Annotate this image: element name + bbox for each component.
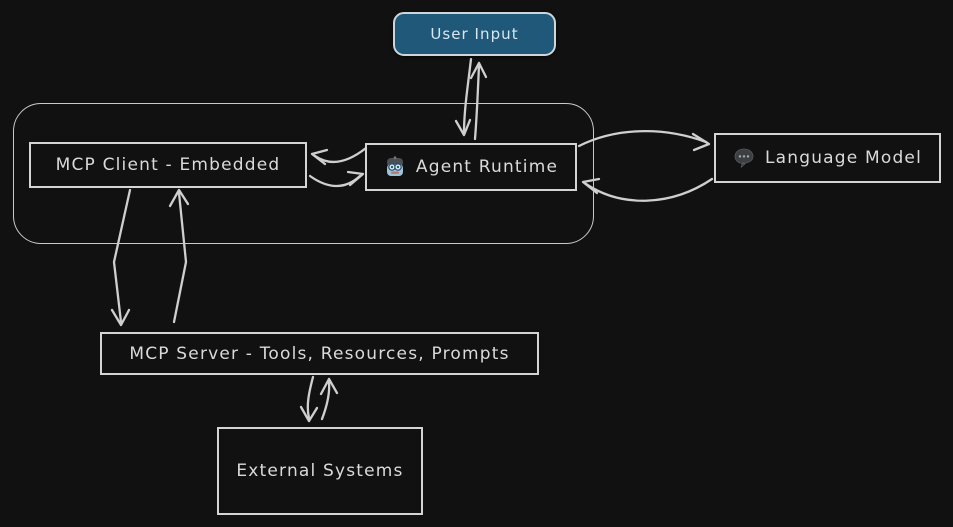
speech-balloon-icon — [733, 147, 755, 169]
robot-icon — [384, 156, 406, 178]
node-mcp-server[interactable]: MCP Server - Tools, Resources, Prompts — [100, 332, 539, 375]
user-input-label: User Input — [430, 25, 519, 43]
edge-user-input-agent-runtime[interactable] — [454, 57, 488, 141]
agent-runtime-label: Agent Runtime — [415, 157, 559, 177]
edge-mcp-client-mcp-server[interactable] — [110, 188, 190, 327]
node-agent-runtime[interactable]: Agent Runtime — [365, 143, 577, 191]
language-model-label: Language Model — [764, 148, 922, 168]
mcp-server-label: MCP Server - Tools, Resources, Prompts — [129, 343, 510, 364]
edge-agent-runtime-language-model[interactable] — [577, 130, 714, 202]
node-mcp-client[interactable]: MCP Client - Embedded — [29, 142, 307, 188]
node-external-systems[interactable]: External Systems — [217, 427, 423, 515]
agent-host-container[interactable] — [13, 103, 594, 244]
edge-mcp-server-external-systems[interactable] — [299, 375, 339, 423]
edge-agent-runtime-mcp-client[interactable] — [308, 146, 368, 188]
node-user-input[interactable]: User Input — [393, 12, 556, 56]
mcp-client-label: MCP Client - Embedded — [55, 155, 281, 175]
node-language-model[interactable]: Language Model — [714, 133, 941, 183]
external-systems-label: External Systems — [236, 461, 404, 481]
